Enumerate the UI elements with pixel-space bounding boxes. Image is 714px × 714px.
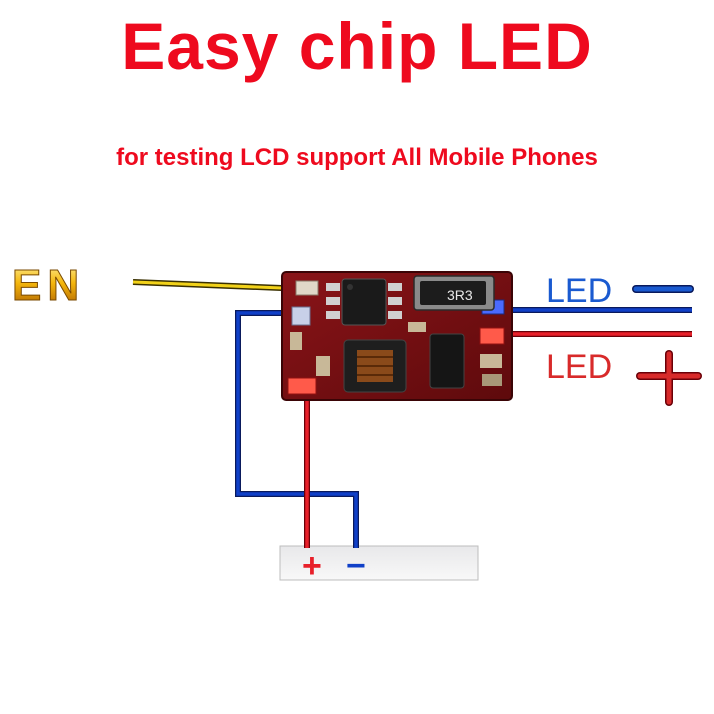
coil-component [343,339,407,393]
chip-marking: 3R3 [447,287,473,303]
en-label: EN [12,261,85,310]
led-plus-pad [479,327,505,345]
led-negative-label: LED [546,272,612,310]
inductor-3r3: 3R3 [413,275,495,311]
page-title: Easy chip LED [121,9,593,83]
battery-minus-label: − [346,547,366,585]
led-positive-label: LED [546,348,612,386]
ic-chip [341,278,387,326]
diode [429,333,465,389]
plus-symbol [636,350,702,406]
page-subtitle: for testing LCD support All Mobile Phone… [116,144,598,171]
circuit-board: 3R3 [281,271,513,401]
ground-pad [291,306,311,326]
battery: + − [279,545,479,585]
en-pad [295,280,319,296]
vin-pad [287,377,317,395]
battery-plus-label: + [302,547,322,585]
